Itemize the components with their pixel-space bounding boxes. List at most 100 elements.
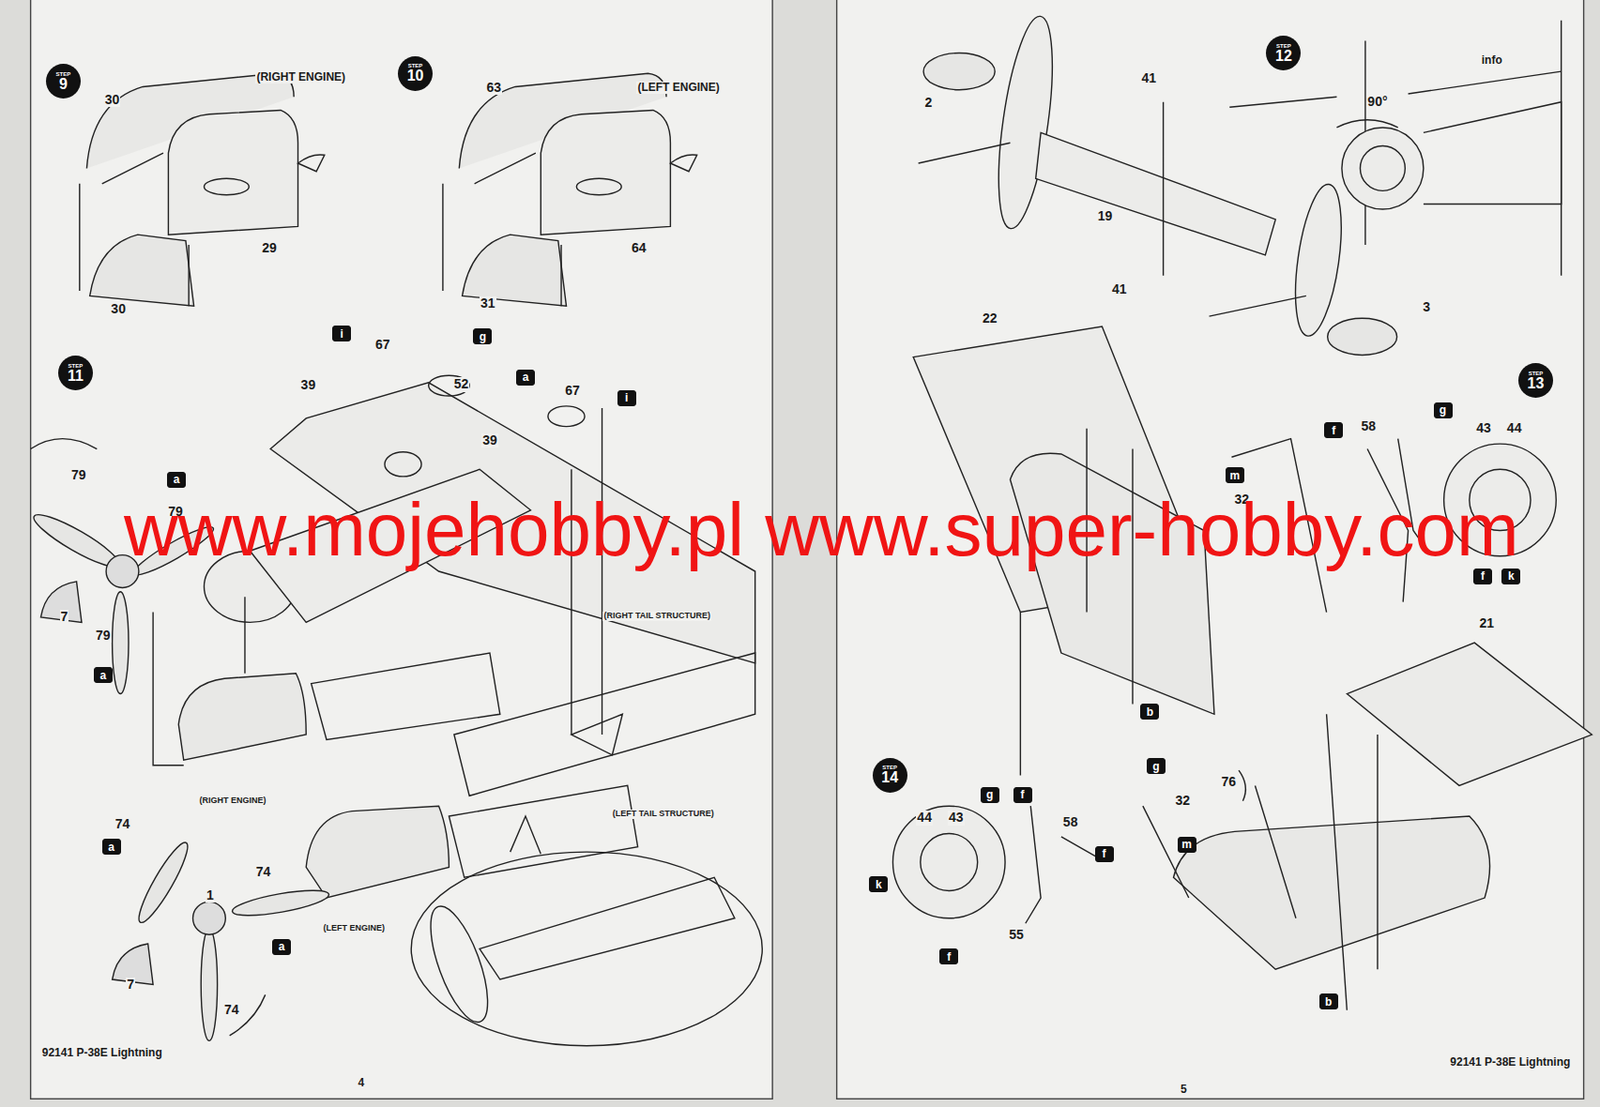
paint-code-box: m <box>1225 467 1245 484</box>
assembly-heading: (LEFT ENGINE) <box>636 81 720 94</box>
callout-number: 32 <box>1173 793 1191 808</box>
assembly-note: (LEFT TAIL STRUCTURE) <box>611 809 716 820</box>
paint-code-box: m <box>1177 837 1197 854</box>
callout-number: 52 <box>453 377 471 392</box>
assembly-heading: (RIGHT ENGINE) <box>255 71 347 84</box>
paint-code: g <box>1439 403 1447 417</box>
paint-code: f <box>946 950 951 964</box>
paint-code: m <box>1181 838 1192 852</box>
step-badge: STEP10 <box>397 56 433 92</box>
paint-code: i <box>340 327 344 341</box>
paint-code: i <box>624 391 628 405</box>
callout-number: 39 <box>300 378 318 393</box>
callout-number: 41 <box>1111 282 1128 297</box>
paint-code-box: g <box>980 787 1000 804</box>
paint-code-box: a <box>272 939 291 956</box>
callout-number: 44 <box>915 810 933 825</box>
paint-code: g <box>1152 760 1159 774</box>
watermark: www.mojehobby.pl www.super-hobby.com <box>122 488 1521 572</box>
paint-code: k <box>875 878 883 892</box>
callout-number: 74 <box>114 817 132 832</box>
callout-number: 67 <box>374 337 392 352</box>
callout-number: 7 <box>125 977 136 992</box>
callout-number: 67 <box>563 383 581 398</box>
callout-number: 3 <box>1421 300 1432 315</box>
callout-number: 29 <box>260 241 278 256</box>
paint-code-box: f <box>1095 846 1114 863</box>
callout-number: 19 <box>1097 209 1114 224</box>
callout-number: 64 <box>630 241 648 256</box>
callout-number: 79 <box>70 468 88 483</box>
paint-code-box: a <box>102 838 122 855</box>
paint-code-box: b <box>1319 993 1339 1010</box>
step-number: 14 <box>881 770 899 786</box>
paint-code: g <box>479 330 487 344</box>
callout-number: 63 <box>485 80 503 95</box>
paint-code: f <box>1102 847 1107 861</box>
callout-number: 30 <box>109 302 127 317</box>
callout-number: 74 <box>223 1003 241 1018</box>
callout-number: 22 <box>981 311 999 326</box>
paint-code: a <box>278 940 286 954</box>
step-number: 10 <box>407 68 425 84</box>
paint-code: k <box>1508 569 1515 583</box>
paint-code-box: g <box>472 328 492 345</box>
step-number: 9 <box>59 76 68 92</box>
page-footer: 5 <box>1179 1083 1189 1097</box>
callout-number: 41 <box>1141 71 1159 86</box>
callout-number: 2 <box>924 95 934 110</box>
paint-code: a <box>107 840 115 854</box>
paint-code-box: i <box>617 390 637 407</box>
paint-code-box: b <box>1140 703 1159 720</box>
callout-number: 74 <box>255 865 273 880</box>
paint-code-box: k <box>868 876 888 893</box>
callout-number: 39 <box>481 433 499 448</box>
callout-number: 55 <box>1007 928 1025 943</box>
step-badge: STEP13 <box>1518 363 1554 398</box>
paint-code: b <box>1146 705 1154 719</box>
paint-code-box: a <box>93 667 113 684</box>
paint-code-box: a <box>167 472 186 488</box>
paint-code: b <box>1325 995 1332 1009</box>
paint-code: m <box>1229 469 1240 483</box>
assembly-heading: info <box>1480 54 1504 67</box>
paint-code-box: i <box>332 325 351 342</box>
callout-number: 1 <box>205 888 215 903</box>
callout-number: 44 <box>1506 421 1524 436</box>
assembly-note: (LEFT ENGINE) <box>322 924 387 934</box>
paint-code-box: f <box>1324 422 1343 439</box>
paint-code-box: f <box>939 948 959 965</box>
callout-number: 43 <box>947 810 965 825</box>
callout-number: 43 <box>1475 421 1493 436</box>
paint-code-box: a <box>516 369 535 386</box>
paint-code-box: g <box>1146 758 1166 775</box>
step-number: 12 <box>1275 48 1293 64</box>
page-footer: 4 <box>357 1077 366 1090</box>
callout-number: 90° <box>1366 94 1388 109</box>
paint-code: f <box>1480 569 1485 583</box>
page-footer: 92141 P-38E Lightning <box>41 1047 164 1060</box>
paint-code: a <box>173 472 181 487</box>
paint-code: a <box>522 370 530 384</box>
callout-number: 7 <box>60 609 70 625</box>
assembly-note: (RIGHT ENGINE) <box>198 796 267 807</box>
callout-number: 58 <box>1359 419 1377 434</box>
paint-code: a <box>99 669 107 683</box>
callout-number: 30 <box>104 92 122 107</box>
paint-code: f <box>1331 424 1336 438</box>
assembly-note: (RIGHT TAIL STRUCTURE) <box>602 611 712 622</box>
step-number: 11 <box>67 368 84 384</box>
step-number: 13 <box>1527 376 1545 392</box>
callout-number: 76 <box>1219 775 1237 790</box>
callout-number: 31 <box>479 296 497 311</box>
callout-number: 58 <box>1062 815 1080 830</box>
paint-code-box: f <box>1013 787 1033 804</box>
callout-number: 21 <box>1478 616 1496 631</box>
paint-code-box: g <box>1433 402 1453 419</box>
callout-number: 79 <box>94 628 112 643</box>
page-footer: 92141 P-38E Lightning <box>1448 1056 1571 1069</box>
paint-code: f <box>1020 788 1025 802</box>
step-badge: STEP14 <box>872 758 908 793</box>
paint-code: g <box>986 788 993 802</box>
